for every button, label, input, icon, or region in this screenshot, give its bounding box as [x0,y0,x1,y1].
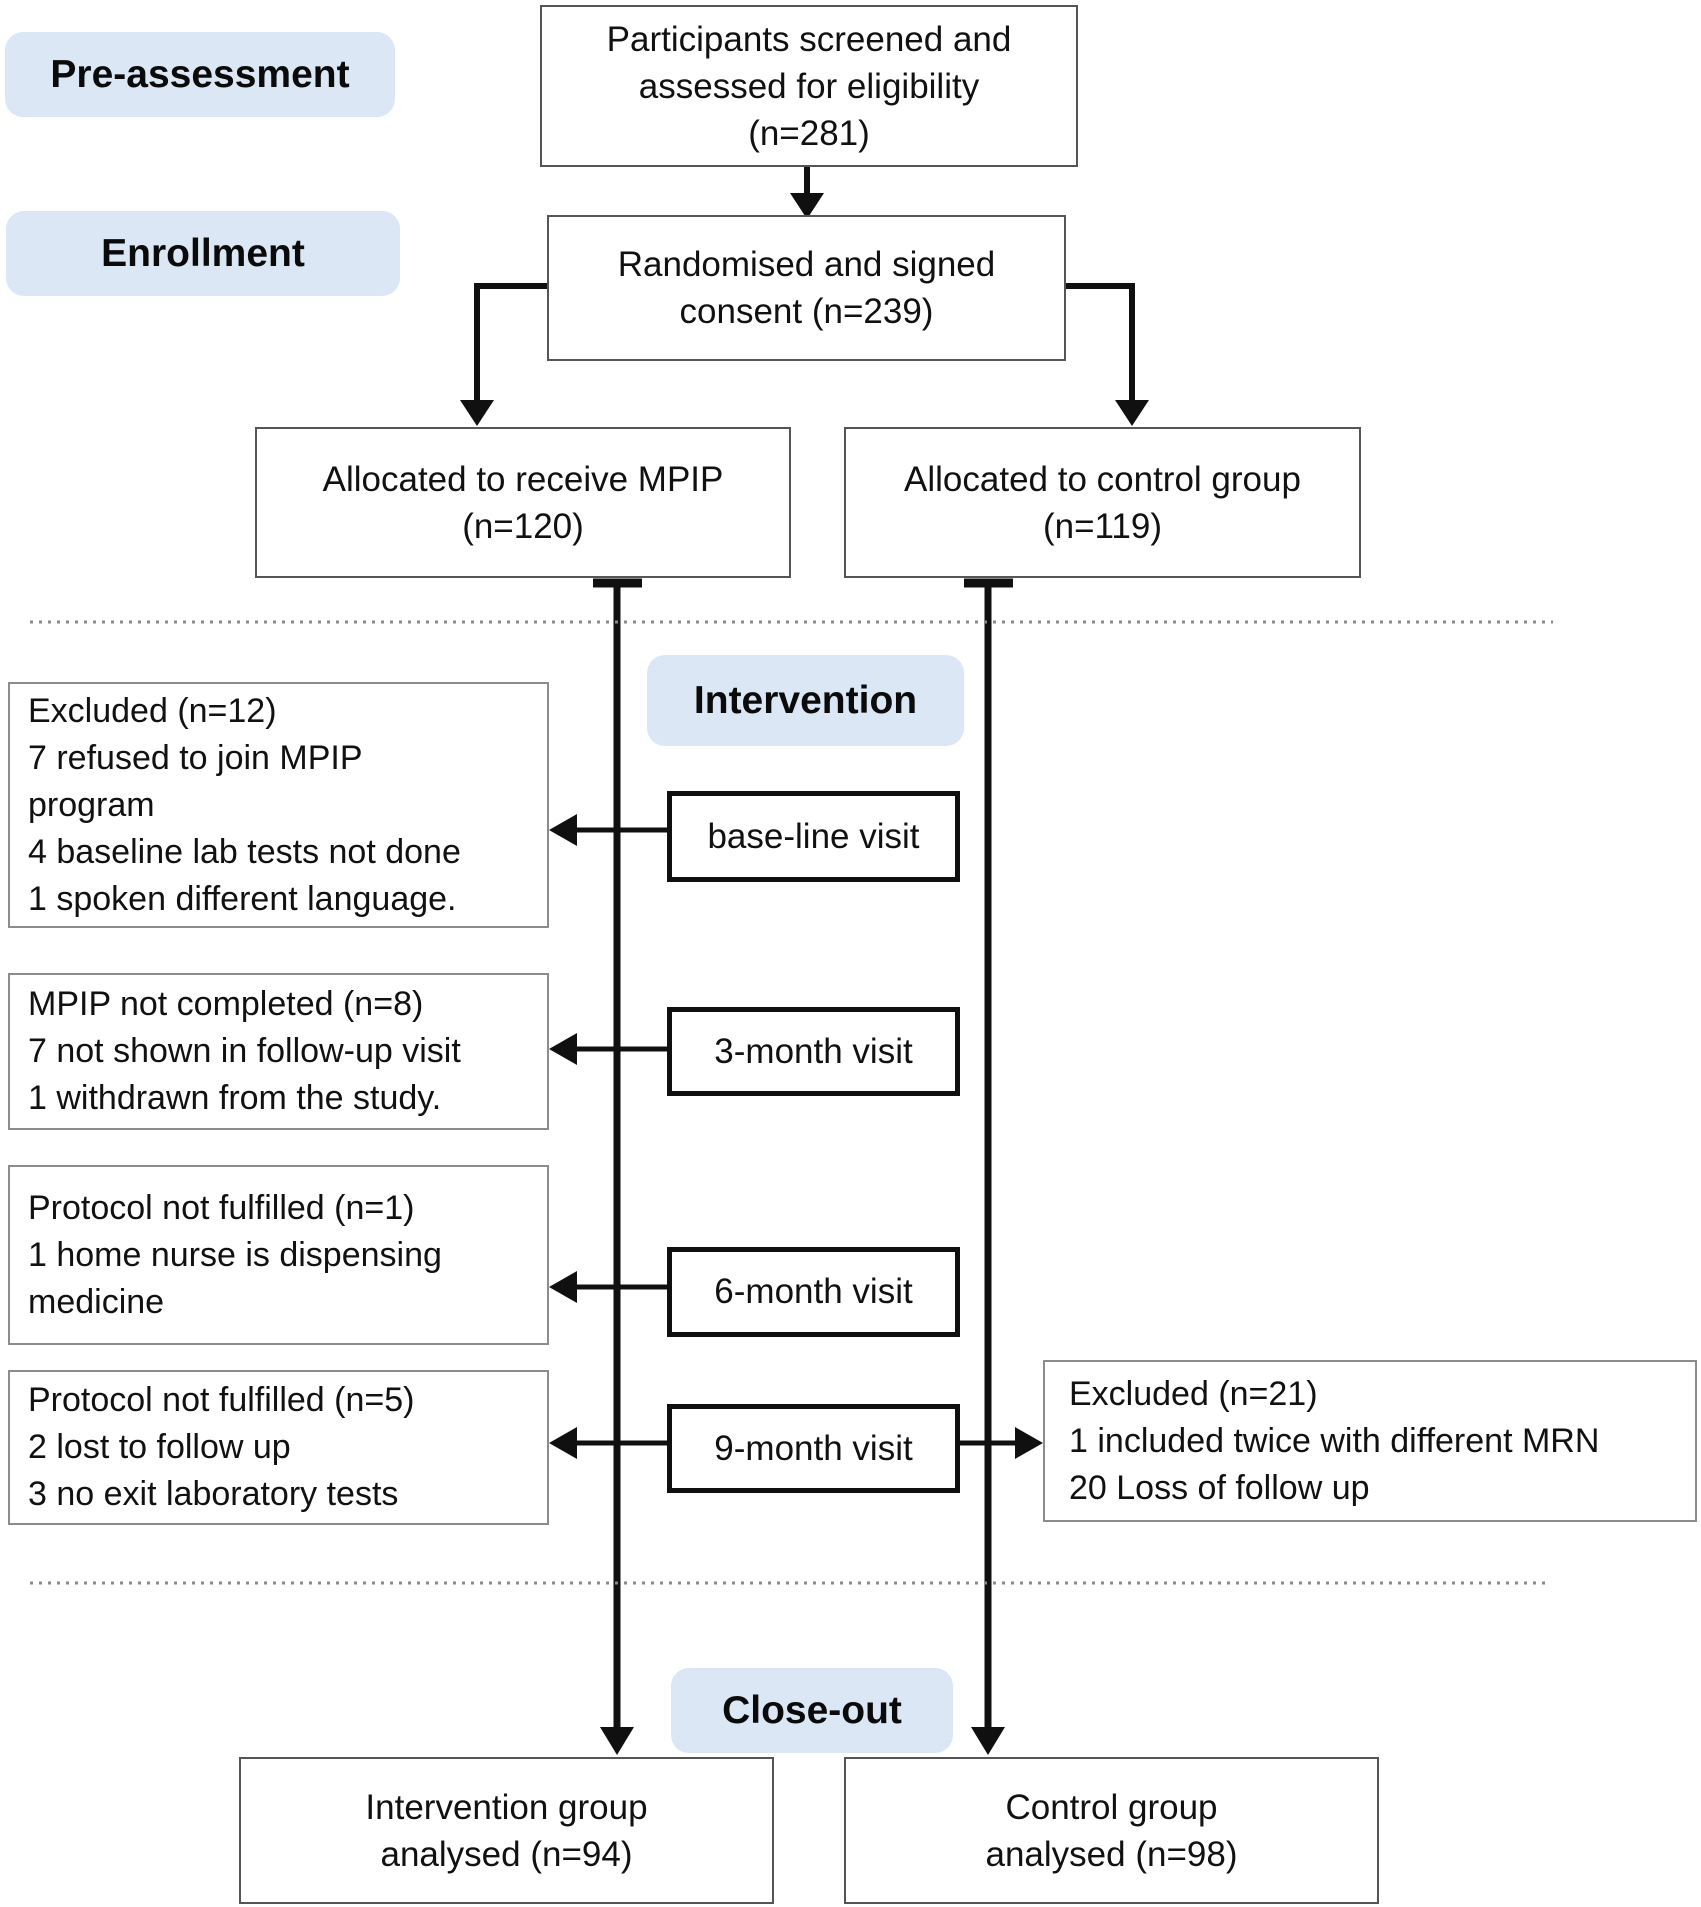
connector-randomised-to-control [1062,283,1149,426]
box-protocol-not-fulfilled-1: Protocol not fulfilled (n=1) 1 home nurs… [8,1165,549,1345]
box-excluded-baseline-text: Excluded (n=12) 7 refused to join MPIP p… [28,691,461,918]
box-visit-3month: 3-month visit [667,1007,960,1096]
box-analysed-control-text: Control group analysed (n=98) [985,1787,1238,1874]
intervention-arm-line [593,578,642,1755]
box-allocated-control-text: Allocated to control group (n=119) [904,459,1301,546]
arrow-baseline-to-excluded [549,814,667,846]
box-mpip-not-completed: MPIP not completed (n=8) 7 not shown in … [8,973,549,1130]
box-protocol-not-fulfilled-1-text: Protocol not fulfilled (n=1) 1 home nurs… [28,1188,442,1321]
box-allocated-mpip-text: Allocated to receive MPIP (n=120) [322,459,724,546]
stage-label-enrollment: Enrollment [101,231,305,275]
stage-label-intervention: Intervention [693,678,918,722]
box-visit-6month-text: 6-month visit [714,1272,913,1311]
box-protocol-not-fulfilled-5: Protocol not fulfilled (n=5) 2 lost to f… [8,1370,549,1525]
box-visit-6month: 6-month visit [667,1247,960,1337]
box-excluded-control-text: Excluded (n=21) 1 included twice with di… [1069,1374,1600,1507]
box-visit-baseline-text: base-line visit [707,816,920,856]
box-excluded-control: Excluded (n=21) 1 included twice with di… [1043,1360,1697,1522]
connector-randomised-to-mpip [460,283,547,426]
box-analysed-intervention-text: Intervention group analysed (n=94) [365,1787,648,1874]
box-allocated-control: Allocated to control group (n=119) [844,427,1361,578]
arrow-screened-to-randomised [790,165,824,219]
box-randomised: Randomised and signed consent (n=239) [547,215,1066,361]
box-visit-3month-text: 3-month visit [714,1031,913,1071]
stage-pill-pre-assessment: Pre-assessment [5,32,395,117]
box-visit-9month: 9-month visit [667,1404,960,1493]
arrow-9month-to-excluded-left [549,1427,667,1459]
arrow-9month-to-excluded-right [950,1427,1043,1459]
box-allocated-mpip: Allocated to receive MPIP (n=120) [255,427,791,578]
control-arm-line [964,578,1013,1755]
stage-pill-close-out: Close-out [671,1668,953,1753]
box-protocol-not-fulfilled-5-text: Protocol not fulfilled (n=5) 2 lost to f… [28,1381,415,1513]
box-visit-9month-text: 9-month visit [714,1428,913,1468]
box-visit-baseline: base-line visit [667,791,960,882]
stage-label-close-out: Close-out [722,1688,902,1732]
box-excluded-baseline: Excluded (n=12) 7 refused to join MPIP p… [8,682,549,928]
box-randomised-text: Randomised and signed consent (n=239) [617,245,996,331]
arrow-6month-to-excluded [549,1271,667,1303]
arrow-3month-to-excluded [549,1033,667,1065]
stage-pill-enrollment: Enrollment [6,211,400,296]
box-analysed-intervention: Intervention group analysed (n=94) [239,1757,774,1904]
box-screened-text: Participants screened and assessed for e… [606,19,1012,153]
box-mpip-not-completed-text: MPIP not completed (n=8) 7 not shown in … [28,985,461,1117]
stage-label-pre-assessment: Pre-assessment [50,52,350,96]
box-analysed-control: Control group analysed (n=98) [844,1757,1379,1904]
box-screened: Participants screened and assessed for e… [540,5,1078,167]
stage-pill-intervention: Intervention [647,655,964,746]
